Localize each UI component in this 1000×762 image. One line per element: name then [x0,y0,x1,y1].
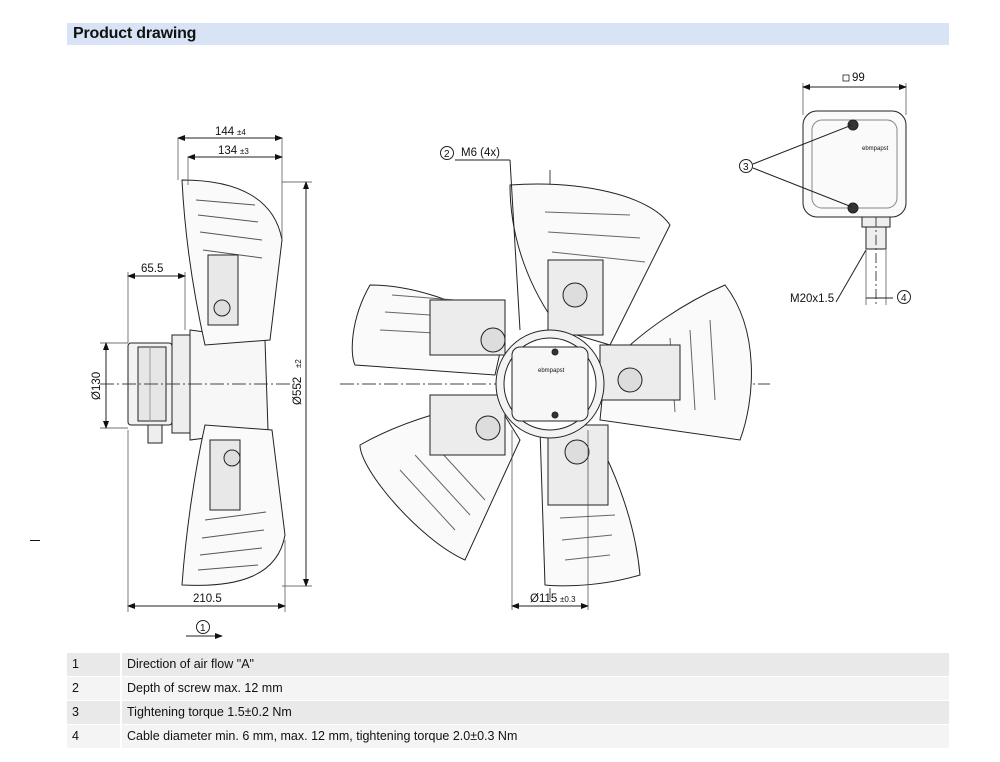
legend-row: 1 Direction of air flow "A" [67,653,949,676]
legend-num: 2 [72,681,79,695]
cable-thread: M20x1.5 [790,293,834,305]
callout-3: 3 [743,162,749,173]
side-view [100,135,312,639]
side-view-labels: 144 ±4 134 ±3 65.5 Ø130 Ø552 ±2 210.5 1 [91,126,304,634]
section-title: Product drawing [73,25,197,42]
dim-144-tol: ±4 [237,128,246,137]
legend-text: Tightening torque 1.5±0.2 Nm [127,705,292,719]
callout-2: 2 [444,149,450,160]
callout-1: 1 [200,623,206,634]
dim-115: Ø115 [530,593,557,605]
section-header: Product drawing [67,23,949,45]
thread-m6: M6 (4x) [461,147,500,159]
product-drawing: 144 ±4 134 ±3 65.5 Ø130 Ø552 ±2 210.5 1 [91,72,911,639]
legend-row: 3 Tightening torque 1.5±0.2 Nm [67,701,949,724]
rotor-hub [189,329,269,441]
dim-65-5: 65.5 [141,263,163,275]
front-view [340,146,770,610]
terminal-box-front [511,346,589,422]
dim-552-tol: ±2 [294,359,303,368]
dim-134: 134 [218,145,238,157]
legend-num: 1 [72,657,79,671]
legend-text: Cable diameter min. 6 mm, max. 12 mm, ti… [127,729,518,743]
bracket-3 [547,424,609,506]
legend-num: 4 [72,729,79,743]
cable-gland [147,424,163,444]
terminal-box [802,110,907,218]
dim-130: Ø130 [91,372,103,400]
dim-99: 99 [852,72,865,84]
dim-552: Ø552 [292,377,304,405]
legend-num: 3 [72,705,79,719]
brand-box: ebmpapst [862,146,889,152]
legend-row: 4 Cable diameter min. 6 mm, max. 12 mm, … [67,725,949,748]
box-view [739,74,911,305]
legend-text: Depth of screw max. 12 mm [127,681,283,695]
dim-144: 144 [215,126,235,138]
box-view-labels: 99 3 4 M20x1.5 ebmpapst [743,72,907,305]
legend-text: Direction of air flow "A" [127,657,254,671]
dim-210-5: 210.5 [193,593,222,605]
front-view-labels: 2 M6 (4x) Ø115 ±0.3 ebmpapst [444,147,576,605]
brand-front: ebmpapst [538,368,565,374]
legend-row: 2 Depth of screw max. 12 mm [67,677,949,700]
callout-4: 4 [901,293,907,304]
legend-table: 1 Direction of air flow "A" 2 Depth of s… [67,653,949,749]
dim-115-tol: ±0.3 [560,595,576,604]
margin-dash [30,540,40,541]
dim-134-tol: ±3 [240,147,249,156]
